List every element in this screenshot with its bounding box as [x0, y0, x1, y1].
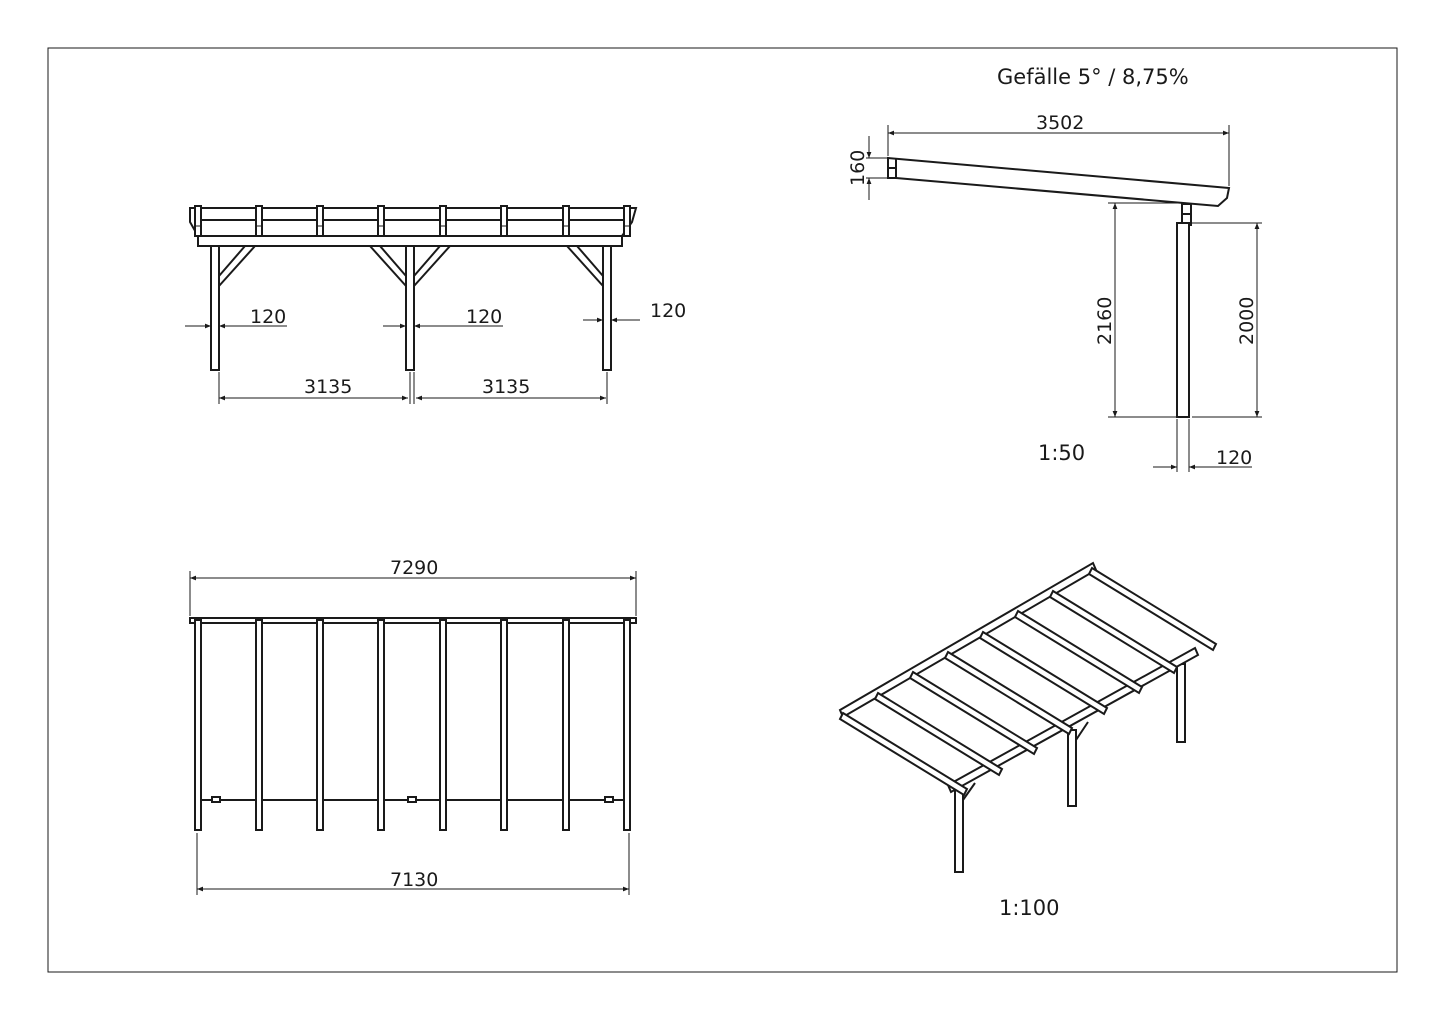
iso-rafter: [978, 630, 1109, 716]
side-dimension-lines: [866, 125, 1262, 472]
plan-rafter: [439, 619, 447, 831]
plan-dimension-lines: [189, 571, 637, 895]
roof-width-label: 7290: [390, 557, 438, 579]
post-height-label: 2000: [1236, 297, 1258, 345]
post-width-label: 120: [466, 306, 502, 328]
post-width-label: 120: [1216, 447, 1252, 469]
beam-height-label: 160: [847, 150, 869, 186]
iso-rafter: [1087, 566, 1218, 652]
post-width-label: 120: [650, 300, 686, 322]
front-rafter-end: [194, 205, 202, 237]
front-dimension-lines: [185, 317, 640, 404]
iso-rafter: [943, 650, 1074, 736]
front-braces: [218, 245, 604, 287]
iso-rafter: [908, 670, 1039, 756]
total-height-label: 2160: [1094, 297, 1116, 345]
front-view: 120 120 120 3135 3135: [185, 205, 686, 404]
span-label: 3135: [304, 376, 352, 398]
iso-rafter: [873, 691, 1004, 777]
post-width-label: 120: [250, 306, 286, 328]
front-rafter-end: [377, 205, 385, 237]
front-rafter-end: [562, 205, 570, 237]
plan-rafter: [316, 619, 324, 831]
plan-rafter: [255, 619, 263, 831]
plan-rafter: [562, 619, 570, 831]
front-rafter-end: [316, 205, 324, 237]
plan-beam: [189, 617, 637, 624]
iso-rafter: [1048, 589, 1179, 675]
front-rafter-end: [439, 205, 447, 237]
front-rafter-end: [623, 205, 631, 237]
span-label: 3135: [482, 376, 530, 398]
plan-rafter: [194, 619, 202, 831]
front-roof: [189, 207, 638, 247]
plan-rafter: [377, 619, 385, 831]
plan-rafter: [500, 619, 508, 831]
front-posts: [210, 245, 612, 371]
iso-rafter: [838, 711, 969, 797]
side-view: Gefälle 5° / 8,75% 3502 160 2: [847, 65, 1262, 472]
depth-label: 3502: [1036, 112, 1084, 134]
plan-rafter: [623, 619, 631, 831]
front-rafter-end: [255, 205, 263, 237]
front-rafter-end: [500, 205, 508, 237]
slope-label: Gefälle 5° / 8,75%: [997, 65, 1189, 89]
plan-view: 7290 7130: [189, 557, 637, 895]
iso-scale-label: 1:100: [999, 896, 1060, 920]
scale-label: 1:50: [1038, 441, 1085, 465]
side-rafter: [887, 156, 1231, 208]
post-span-label: 7130: [390, 869, 438, 891]
iso-view: 1:100: [838, 561, 1218, 920]
side-post: [1176, 222, 1190, 418]
drawing-frame: [47, 47, 1398, 973]
iso-rafter: [1013, 609, 1144, 695]
